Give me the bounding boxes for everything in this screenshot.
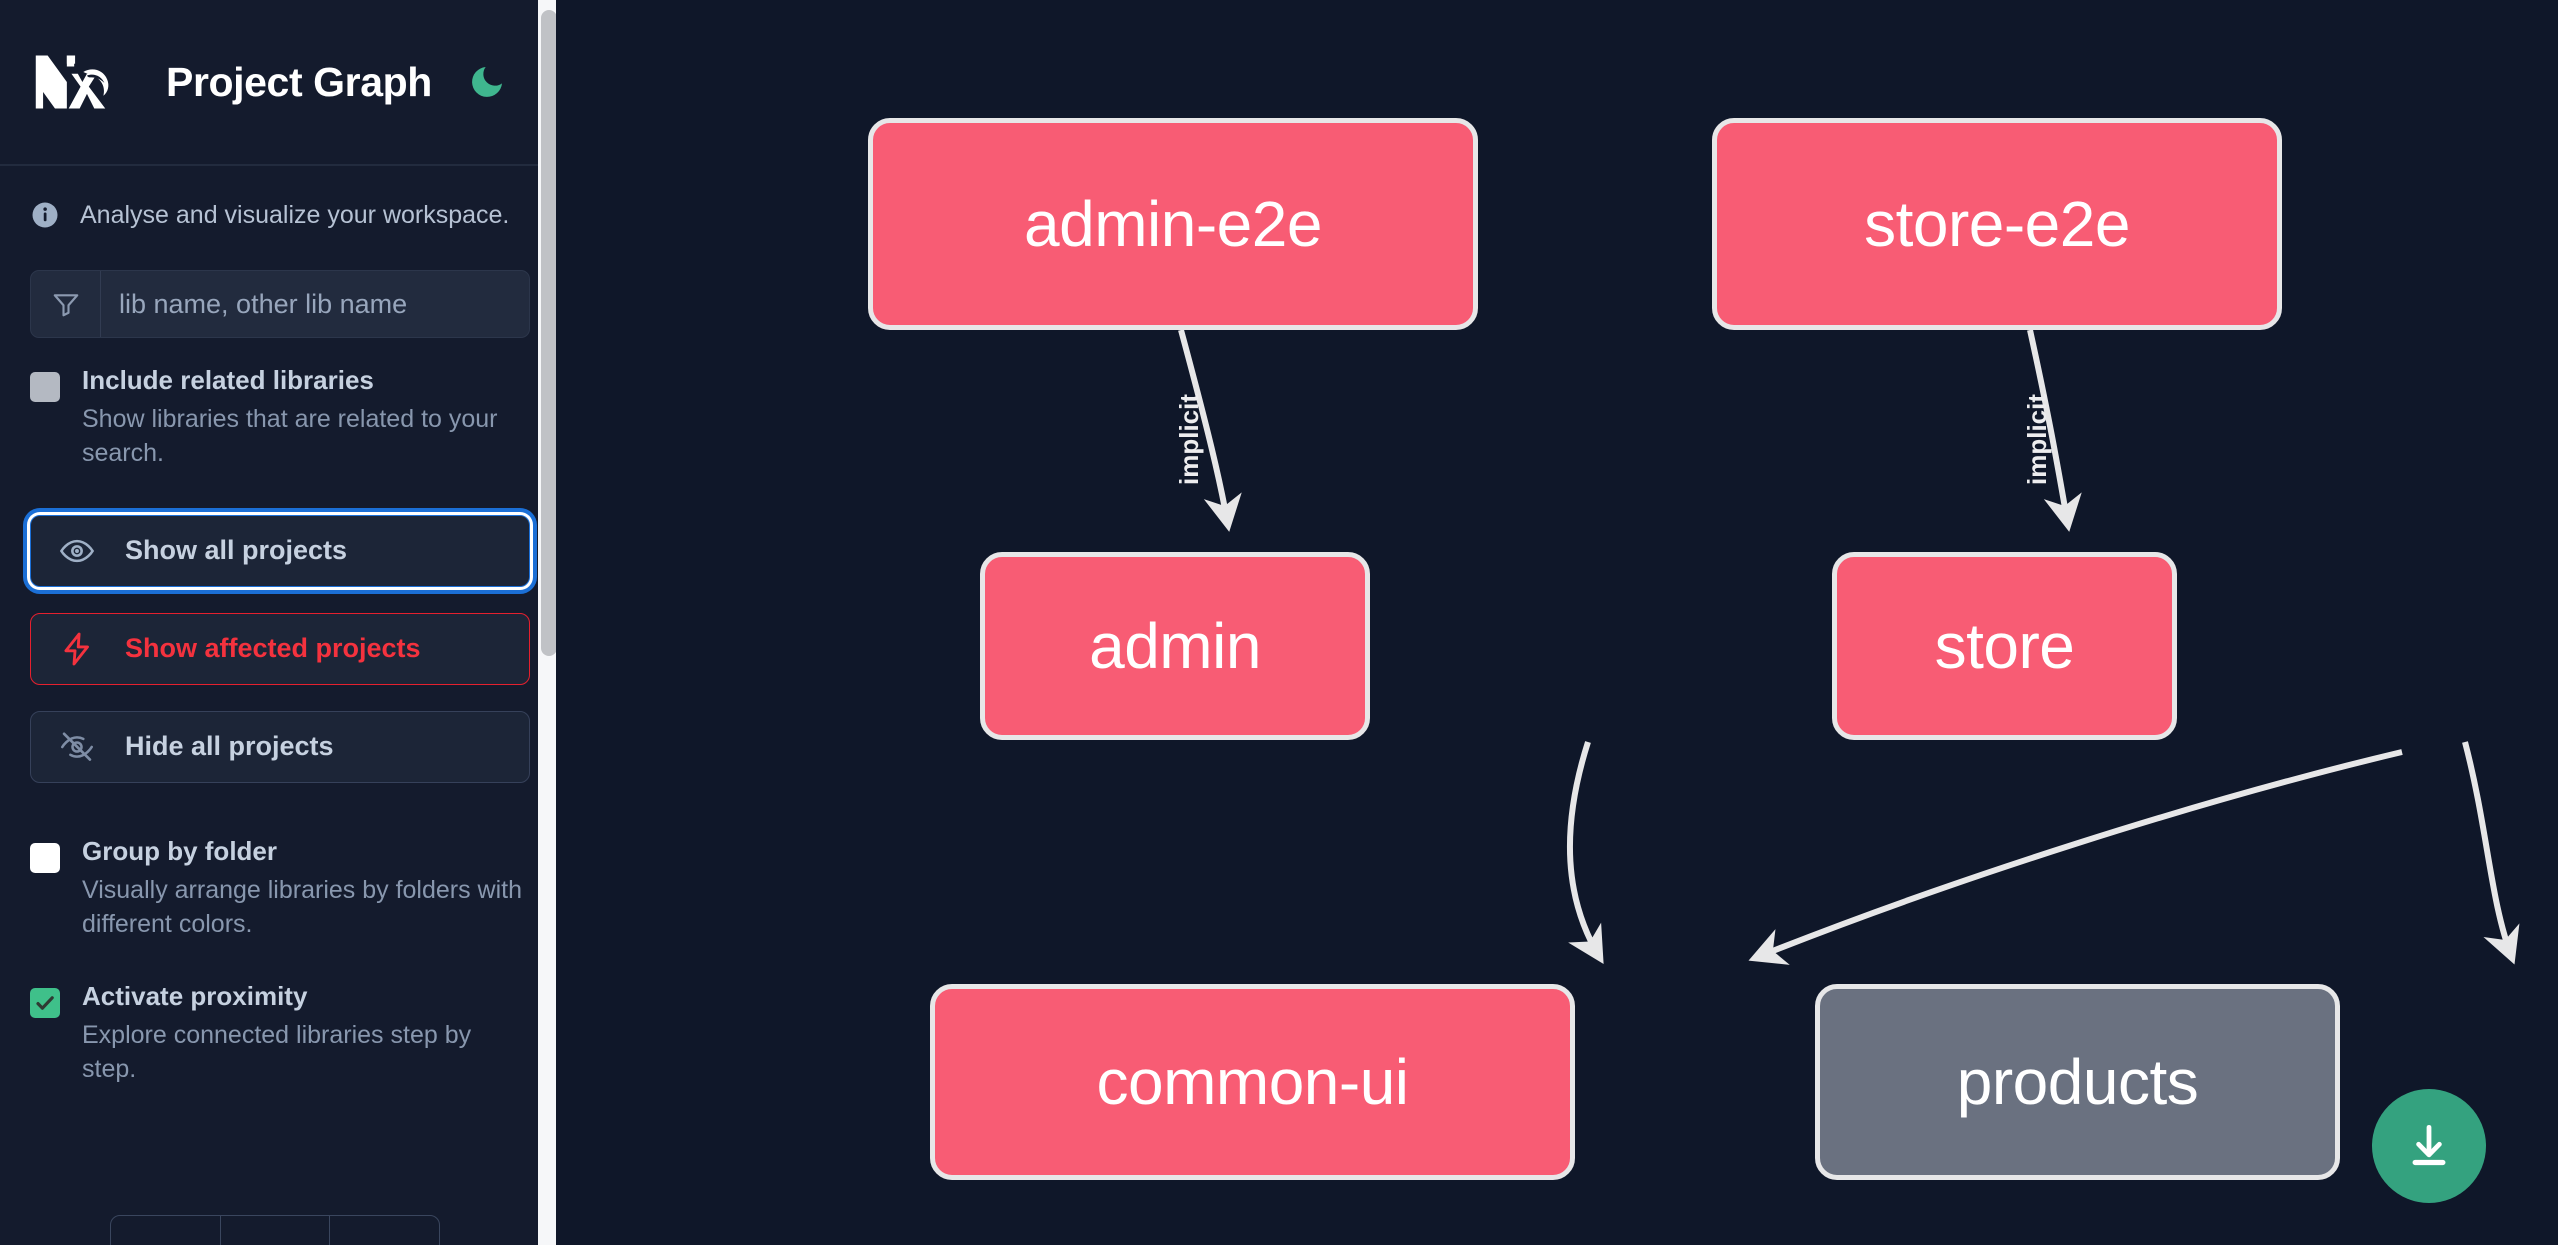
checkbox-group-by-folder[interactable]: Group by folder Visually arrange librari… xyxy=(0,809,560,942)
checkbox-description: Visually arrange libraries by folders wi… xyxy=(82,875,523,939)
checkbox-indicator[interactable] xyxy=(30,842,60,873)
nx-logo-icon xyxy=(30,50,122,114)
project-visibility-buttons: Show all projects Show affected projects xyxy=(0,471,560,783)
moon-icon[interactable] xyxy=(464,59,510,105)
checkbox-label: Group by folder xyxy=(82,835,277,866)
button-label: Show all projects xyxy=(125,535,348,566)
node-label: products xyxy=(1956,1046,2199,1118)
sidebar-divider xyxy=(556,0,560,1245)
checkbox-include-related-libraries[interactable]: Include related libraries Show libraries… xyxy=(0,338,560,471)
workspace-info: Analyse and visualize your workspace. xyxy=(0,166,560,230)
segment-decrease[interactable] xyxy=(111,1216,221,1245)
node-label: common-ui xyxy=(1096,1046,1409,1118)
checkbox-description: Show libraries that are related to your … xyxy=(82,404,498,468)
eye-icon xyxy=(59,531,99,571)
graph-node-store[interactable]: store xyxy=(1832,552,2177,740)
button-label: Hide all projects xyxy=(125,731,334,762)
sidebar: Project Graph Analyse and visualize your… xyxy=(0,0,560,1245)
sidebar-header: Project Graph xyxy=(0,0,560,166)
edge-store-to-products xyxy=(2462,741,2520,965)
graph-node-products[interactable]: products xyxy=(1815,984,2340,1180)
checkbox-label: Activate proximity xyxy=(82,980,308,1011)
node-label: admin xyxy=(1089,610,1261,682)
checkbox-indicator[interactable] xyxy=(30,372,60,402)
graph-node-store-e2e[interactable]: store-e2e xyxy=(1712,118,2282,330)
download-image-button[interactable] xyxy=(2372,1089,2486,1203)
show-all-projects-button[interactable]: Show all projects xyxy=(30,514,530,587)
show-affected-projects-button[interactable]: Show affected projects xyxy=(30,612,530,685)
button-label: Show affected projects xyxy=(125,633,421,664)
checkbox-indicator[interactable] xyxy=(30,987,60,1018)
filter-funnel-icon xyxy=(31,271,101,337)
checkbox-activate-proximity[interactable]: Activate proximity Explore connected lib… xyxy=(0,942,560,1087)
edge-admin-e2e-to-admin xyxy=(1178,329,1242,532)
segment-increase[interactable] xyxy=(330,1216,439,1245)
eye-slash-icon xyxy=(59,727,99,767)
graph-edges-layer xyxy=(1178,329,2520,965)
proximity-step-segmented-control[interactable] xyxy=(110,1215,440,1245)
search-field[interactable] xyxy=(30,270,530,338)
graph-node-common-ui[interactable]: common-ui xyxy=(930,984,1575,1180)
sidebar-scrollbar-thumb[interactable] xyxy=(541,10,557,656)
node-label: store-e2e xyxy=(1864,188,2130,260)
edge-store-to-common-ui xyxy=(1748,749,2403,965)
checkbox-description: Explore connected libraries step by step… xyxy=(82,1020,472,1084)
page-title: Project Graph xyxy=(166,58,432,105)
graph-node-admin-e2e[interactable]: admin-e2e xyxy=(868,118,1478,330)
info-circle-icon xyxy=(30,200,60,230)
node-label: store xyxy=(1934,610,2075,682)
lightning-bolt-icon xyxy=(59,629,99,669)
workspace-info-text: Analyse and visualize your workspace. xyxy=(80,200,510,229)
graph-canvas[interactable]: admin-e2e store-e2e admin store common-u… xyxy=(560,0,2558,1245)
edge-path-group xyxy=(1178,329,2520,965)
search-input[interactable] xyxy=(101,271,529,337)
checkbox-label: Include related libraries xyxy=(82,365,374,395)
edge-store-e2e-to-store xyxy=(2027,329,2082,532)
download-icon xyxy=(2412,1124,2446,1166)
segment-value[interactable] xyxy=(221,1216,331,1245)
sidebar-scrollbar[interactable] xyxy=(538,0,560,1245)
node-label: admin-e2e xyxy=(1024,188,1322,260)
hide-all-projects-button[interactable]: Hide all projects xyxy=(30,710,530,783)
graph-node-admin[interactable]: admin xyxy=(980,552,1370,740)
edge-admin-to-common-ui xyxy=(1566,741,1604,964)
